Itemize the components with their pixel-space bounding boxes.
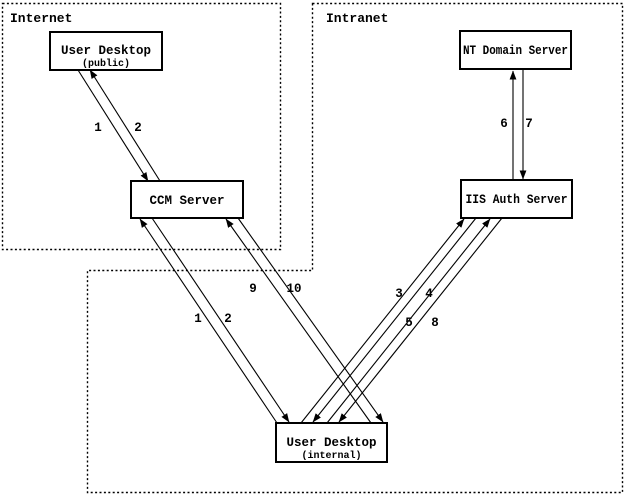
user-desktop-internal-sublabel: (internal) (301, 450, 361, 462)
edge-label-4: 4 (425, 287, 433, 301)
user-desktop-internal-label: User Desktop (286, 436, 376, 450)
user-desktop-public-label: User Desktop (61, 44, 151, 58)
user-desktop-internal-box (275, 422, 388, 463)
edge-label-6: 6 (500, 117, 508, 131)
iis-auth-server-label: IIS Auth Server (466, 193, 568, 207)
internet-zone-label: Internet (10, 11, 72, 26)
edge-label-public-1: 1 (94, 121, 102, 135)
edge-label-3: 3 (395, 287, 403, 301)
edge-label-9: 9 (249, 282, 257, 296)
edge-label-7: 7 (525, 117, 533, 131)
user-desktop-public-sublabel: (public) (82, 58, 130, 70)
intranet-zone-label: Intranet (326, 11, 388, 26)
internet-zone-outline (1, 2, 282, 251)
ccm-server-box (130, 180, 244, 219)
edge-public-desktop-to-ccm (77, 69, 149, 182)
nt-domain-server-label: NT Domain Server (463, 44, 568, 58)
edge-internal-desktop-to-iis-3 (300, 218, 465, 424)
ccm-server-label: CCM Server (149, 194, 224, 208)
edge-iis-to-internal-desktop-4 (312, 217, 477, 423)
edge-label-8: 8 (431, 316, 439, 330)
edge-label-internal-2: 2 (224, 312, 232, 326)
user-desktop-public-box (49, 31, 163, 71)
edge-internal-desktop-to-ccm-9 (225, 218, 372, 424)
edge-internal-desktop-to-iis-5 (326, 218, 491, 424)
edge-label-10: 10 (286, 282, 301, 296)
node-iis-auth-server: IIS Auth Server (460, 179, 573, 219)
edge-ccm-to-internal-desktop-10 (237, 217, 384, 423)
edge-internal-desktop-to-ccm-1 (139, 218, 278, 424)
node-ccm-server: CCM Server (130, 180, 244, 219)
node-user-desktop-internal: User Desktop (internal) (275, 422, 388, 463)
edge-ccm-to-internal-desktop-2 (151, 217, 290, 423)
nt-domain-server-box (459, 30, 572, 70)
node-nt-domain-server: NT Domain Server (459, 30, 572, 70)
edge-label-public-2: 2 (134, 121, 142, 135)
intranet-zone-outline (86, 2, 624, 494)
edge-label-5: 5 (405, 316, 413, 330)
edge-iis-to-internal-desktop-8 (338, 217, 503, 423)
edge-ccm-to-public-desktop (89, 69, 161, 182)
iis-auth-server-box (460, 179, 573, 219)
edge-label-internal-1: 1 (194, 312, 202, 326)
node-user-desktop-public: User Desktop (public) (49, 31, 163, 71)
